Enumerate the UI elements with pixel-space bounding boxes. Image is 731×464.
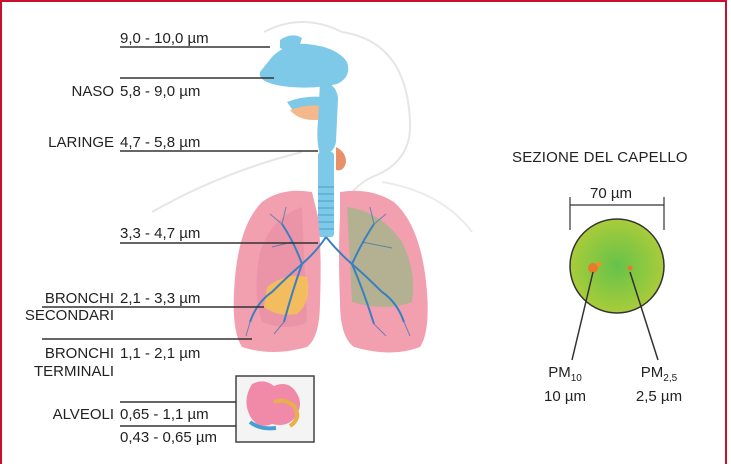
range-label: 5,8 - 9,0 µm: [120, 83, 200, 100]
hair-diameter-label: 70 µm: [590, 185, 632, 202]
organ-label-laringe: LARINGE: [4, 134, 114, 151]
range-label: 0,65 - 1,1 µm: [120, 406, 209, 423]
range-label: 1,1 - 2,1 µm: [120, 345, 200, 362]
range-label: 3,3 - 4,7 µm: [120, 225, 200, 242]
hair-section-title: SEZIONE DEL CAPELLO: [512, 149, 688, 166]
pharynx: [317, 82, 338, 154]
pm10-particle-2: [597, 262, 602, 267]
pm10-particle: [588, 263, 598, 273]
organ-label-bronchi-terminali: BRONCHI: [4, 345, 114, 362]
pm10-subscript: 10: [571, 373, 582, 384]
nasal-cavity: [260, 44, 349, 88]
range-label: 0,43 - 0,65 µm: [120, 429, 217, 446]
pm25-subscript: 2,5: [663, 373, 677, 384]
pm25-particle: [628, 266, 633, 271]
organ-label-bronchi-terminali-2: TERMINALI: [4, 363, 114, 380]
pm10-label: PM10 10 µm: [535, 364, 595, 406]
hair-cross-section: [570, 219, 664, 313]
organ-label-bronchi-secondari: BRONCHI: [4, 290, 114, 307]
pm25-text: PM: [641, 364, 664, 381]
organ-label-naso: NASO: [4, 83, 114, 100]
larynx-tissue: [336, 147, 346, 170]
pm25-size: 2,5 µm: [636, 388, 682, 405]
organ-label-bronchi-secondari-2: SECONDARI: [4, 307, 114, 324]
range-label: 4,7 - 5,8 µm: [120, 134, 200, 151]
pm10-text: PM: [548, 364, 571, 381]
pm10-size: 10 µm: [544, 388, 586, 405]
pm25-label: PM2,5 2,5 µm: [629, 364, 689, 406]
organ-label-alveoli: ALVEOLI: [4, 406, 114, 423]
range-label: 2,1 - 3,3 µm: [120, 290, 200, 307]
range-label: 9,0 - 10,0 µm: [120, 30, 209, 47]
